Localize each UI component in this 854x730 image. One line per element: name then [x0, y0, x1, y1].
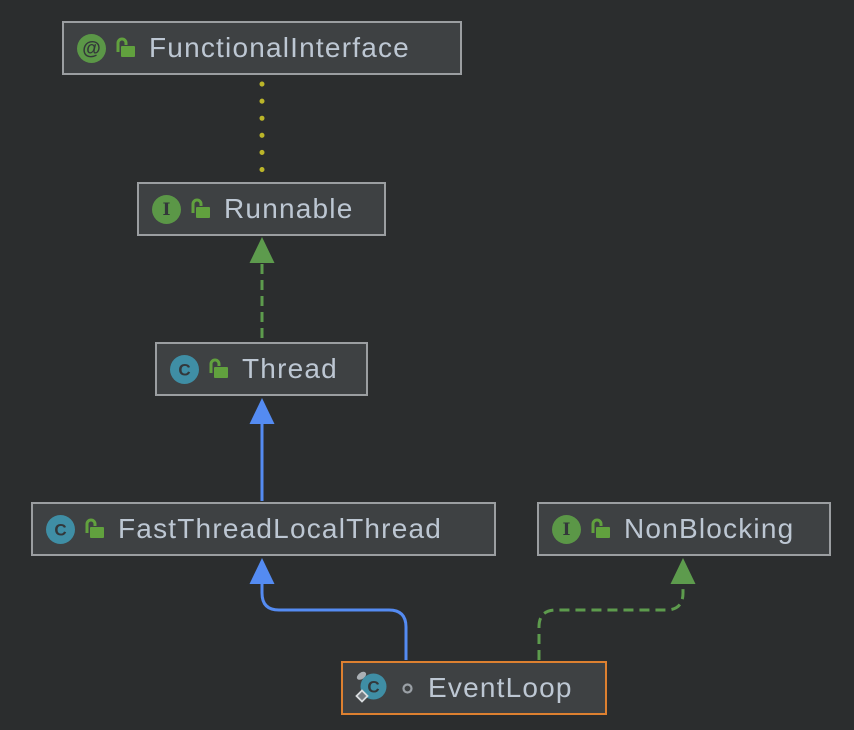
- node-label: FunctionalInterface: [149, 32, 410, 63]
- edge-fastthreadlocalthread-extends-thread[interactable]: [249, 398, 275, 501]
- interface-icon: I: [152, 194, 181, 224]
- class-with-modifiers-icon: C: [355, 671, 387, 703]
- node-thread[interactable]: C Thread: [155, 342, 368, 396]
- node-label: Thread: [242, 353, 338, 384]
- edge-eventloop-extends-fastthreadlocalthread[interactable]: [249, 558, 408, 660]
- unlocked-icon: [191, 198, 210, 218]
- class-icon: C: [170, 354, 199, 384]
- interface-icon: I: [552, 514, 581, 544]
- implements-arrowhead: [670, 558, 696, 584]
- node-functionalinterface[interactable]: @ FunctionalInterface: [62, 21, 462, 75]
- annotation-icon: @: [77, 33, 106, 63]
- node-fastthreadlocalthread[interactable]: C FastThreadLocalThread: [31, 502, 496, 556]
- diamond-modifier-icon: [355, 689, 369, 703]
- node-label: EventLoop: [428, 672, 573, 703]
- node-nonblocking[interactable]: I NonBlocking: [537, 502, 831, 556]
- visibility-circle-icon: [402, 682, 413, 694]
- node-eventloop[interactable]: C EventLoop: [341, 661, 607, 715]
- svg-text:C: C: [54, 520, 66, 539]
- edge-eventloop-implements-nonblocking[interactable]: [537, 558, 696, 660]
- svg-text:I: I: [563, 520, 571, 540]
- svg-text:@: @: [82, 38, 101, 59]
- class-icon: C: [46, 514, 75, 544]
- unlocked-icon: [209, 358, 228, 378]
- implements-arrowhead: [249, 237, 275, 263]
- unlocked-icon: [591, 518, 610, 538]
- node-label: NonBlocking: [624, 513, 795, 544]
- node-label: FastThreadLocalThread: [118, 513, 443, 544]
- node-label: Runnable: [224, 193, 354, 224]
- node-runnable[interactable]: I Runnable: [137, 182, 386, 236]
- extends-edge-path: [260, 584, 408, 660]
- svg-text:C: C: [178, 360, 190, 379]
- extends-arrowhead: [249, 558, 275, 584]
- extends-arrowhead: [249, 398, 275, 424]
- edge-thread-implements-runnable[interactable]: [249, 237, 275, 341]
- svg-text:C: C: [367, 678, 379, 697]
- implements-edge-path: [537, 584, 685, 660]
- svg-text:I: I: [163, 200, 171, 220]
- unlocked-icon: [85, 518, 104, 538]
- unlocked-icon: [116, 37, 135, 57]
